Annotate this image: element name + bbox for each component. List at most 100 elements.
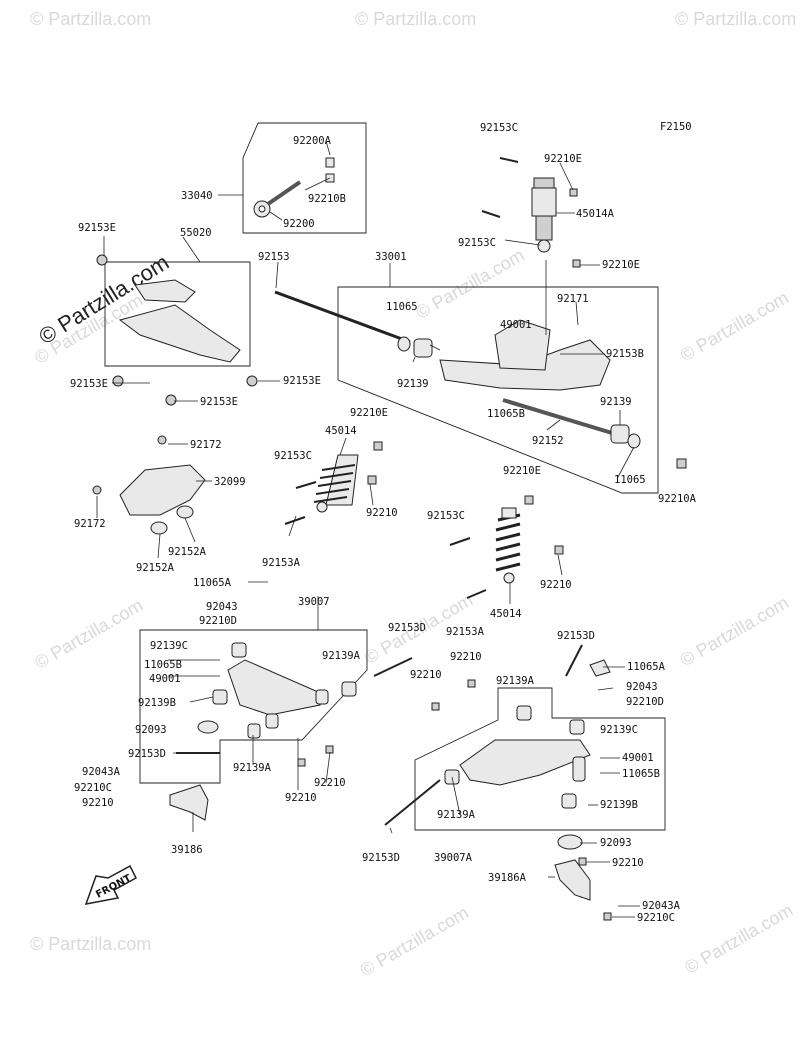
part-label: 92139B xyxy=(600,799,638,811)
part-label: 92210E xyxy=(544,153,582,165)
part-label: 92172 xyxy=(74,518,106,530)
part-label: 92043A xyxy=(82,766,121,778)
part-label: 92210D xyxy=(626,696,664,708)
box-39007A xyxy=(414,687,666,831)
part-label: 92043A xyxy=(642,900,681,912)
box-39007 xyxy=(139,629,368,784)
part-label: 45014 xyxy=(490,608,522,620)
part-label: 92153D xyxy=(128,748,166,760)
part-label: 92043 xyxy=(206,601,238,613)
part-label: 92139 xyxy=(397,378,429,390)
part-55020-bracket xyxy=(96,254,258,406)
part-label: 39007A xyxy=(434,852,473,864)
box-33001 xyxy=(337,286,659,494)
part-label: 92153D xyxy=(557,630,595,642)
part-39007-a-arm-left xyxy=(169,642,413,821)
part-label: 92152 xyxy=(532,435,564,447)
part-label: 33001 xyxy=(375,251,407,263)
part-label: 92043 xyxy=(626,681,658,693)
part-label: 92210 xyxy=(540,579,572,591)
part-label: 92139 xyxy=(600,396,632,408)
part-label: 92139C xyxy=(150,640,188,652)
part-label: 92153E xyxy=(70,378,108,390)
part-label: 92210 xyxy=(285,792,317,804)
watermark-text: © Partzilla.com xyxy=(677,287,792,365)
part-label: 92139C xyxy=(600,724,638,736)
part-32099-guard xyxy=(92,435,206,535)
part-label: 92153A xyxy=(262,557,301,569)
part-label: 92139A xyxy=(322,650,361,662)
part-label: 39186A xyxy=(488,872,527,884)
part-label: 92210 xyxy=(410,669,442,681)
watermark-text: © Partzilla.com xyxy=(681,900,796,978)
part-label: 49001 xyxy=(149,673,181,685)
part-label: 45014A xyxy=(576,208,615,220)
part-label: 45014 xyxy=(325,425,357,437)
part-label: 92210C xyxy=(74,782,112,794)
part-label: 39007 xyxy=(298,596,330,608)
front-arrow: FRONT xyxy=(84,864,137,905)
watermark-text: © Partzilla.com xyxy=(675,9,796,29)
part-label: 92139A xyxy=(437,809,476,821)
group-boxes xyxy=(104,122,666,831)
watermark-text: © Partzilla.com xyxy=(355,9,476,29)
part-33001-swing-arm xyxy=(274,290,687,469)
watermark-text: © Partzilla.com xyxy=(357,902,472,980)
box-33040 xyxy=(242,122,367,234)
watermark-text: © Partzilla.com xyxy=(30,9,151,29)
watermark-text: © Partzilla.com xyxy=(30,934,151,954)
part-label: 92210 xyxy=(314,777,346,789)
part-label: 11065A xyxy=(627,661,666,673)
part-label: 92210 xyxy=(82,797,114,809)
part-label: 92139B xyxy=(138,697,176,709)
part-label: 92210E xyxy=(503,465,541,477)
part-label: 33040 xyxy=(181,190,213,202)
part-label: 92152A xyxy=(168,546,207,558)
part-label: 92153E xyxy=(78,222,116,234)
part-label: 92210 xyxy=(450,651,482,663)
part-label: 92172 xyxy=(190,439,222,451)
part-45014-shock-right xyxy=(449,495,564,599)
part-label: 11065B xyxy=(622,768,660,780)
part-label: 92210D xyxy=(199,615,237,627)
part-label: 92153A xyxy=(446,626,485,638)
part-label: 92210 xyxy=(612,857,644,869)
part-label: 92171 xyxy=(557,293,589,305)
part-39007A-a-arm-right xyxy=(384,644,612,921)
watermark-text: © Partzilla.com xyxy=(413,245,528,323)
part-label: 92093 xyxy=(600,837,632,849)
part-label: 55020 xyxy=(180,227,212,239)
part-label: 92153C xyxy=(427,510,465,522)
part-label: 49001 xyxy=(622,752,654,764)
part-label: 92093 xyxy=(135,724,167,736)
part-label: 92210A xyxy=(658,493,697,505)
part-label: 11065 xyxy=(614,474,646,486)
part-label: 92153D xyxy=(362,852,400,864)
part-label: 11065B xyxy=(144,659,182,671)
part-label: 92153B xyxy=(606,348,644,360)
box-55020 xyxy=(104,261,251,367)
part-label: 92153D xyxy=(388,622,426,634)
part-label: 11065A xyxy=(193,577,232,589)
part-label: 92210B xyxy=(308,193,346,205)
leader-lines xyxy=(96,140,640,918)
part-label: 92139A xyxy=(496,675,535,687)
figure-code: F2150 xyxy=(660,121,692,133)
part-label: 49001 xyxy=(500,319,532,331)
part-label: 92210C xyxy=(637,912,675,924)
part-labels: F2150 92200A 92210B 33040 92200 92153C 9… xyxy=(70,121,697,924)
part-label: 92153C xyxy=(480,122,518,134)
watermark-text: © Partzilla.com xyxy=(31,595,146,673)
part-label: 11065 xyxy=(386,301,418,313)
part-label: 92153E xyxy=(283,375,321,387)
part-label: 39186 xyxy=(171,844,203,856)
part-label: 92210E xyxy=(350,407,388,419)
part-label: 92210E xyxy=(602,259,640,271)
part-label: 92152A xyxy=(136,562,175,574)
part-45014A-shock xyxy=(481,157,581,268)
watermark-text: © Partzilla.com xyxy=(677,592,792,670)
parts-layer: FRONT xyxy=(84,157,687,921)
part-label: 92153E xyxy=(200,396,238,408)
part-label: 92153 xyxy=(258,251,290,263)
